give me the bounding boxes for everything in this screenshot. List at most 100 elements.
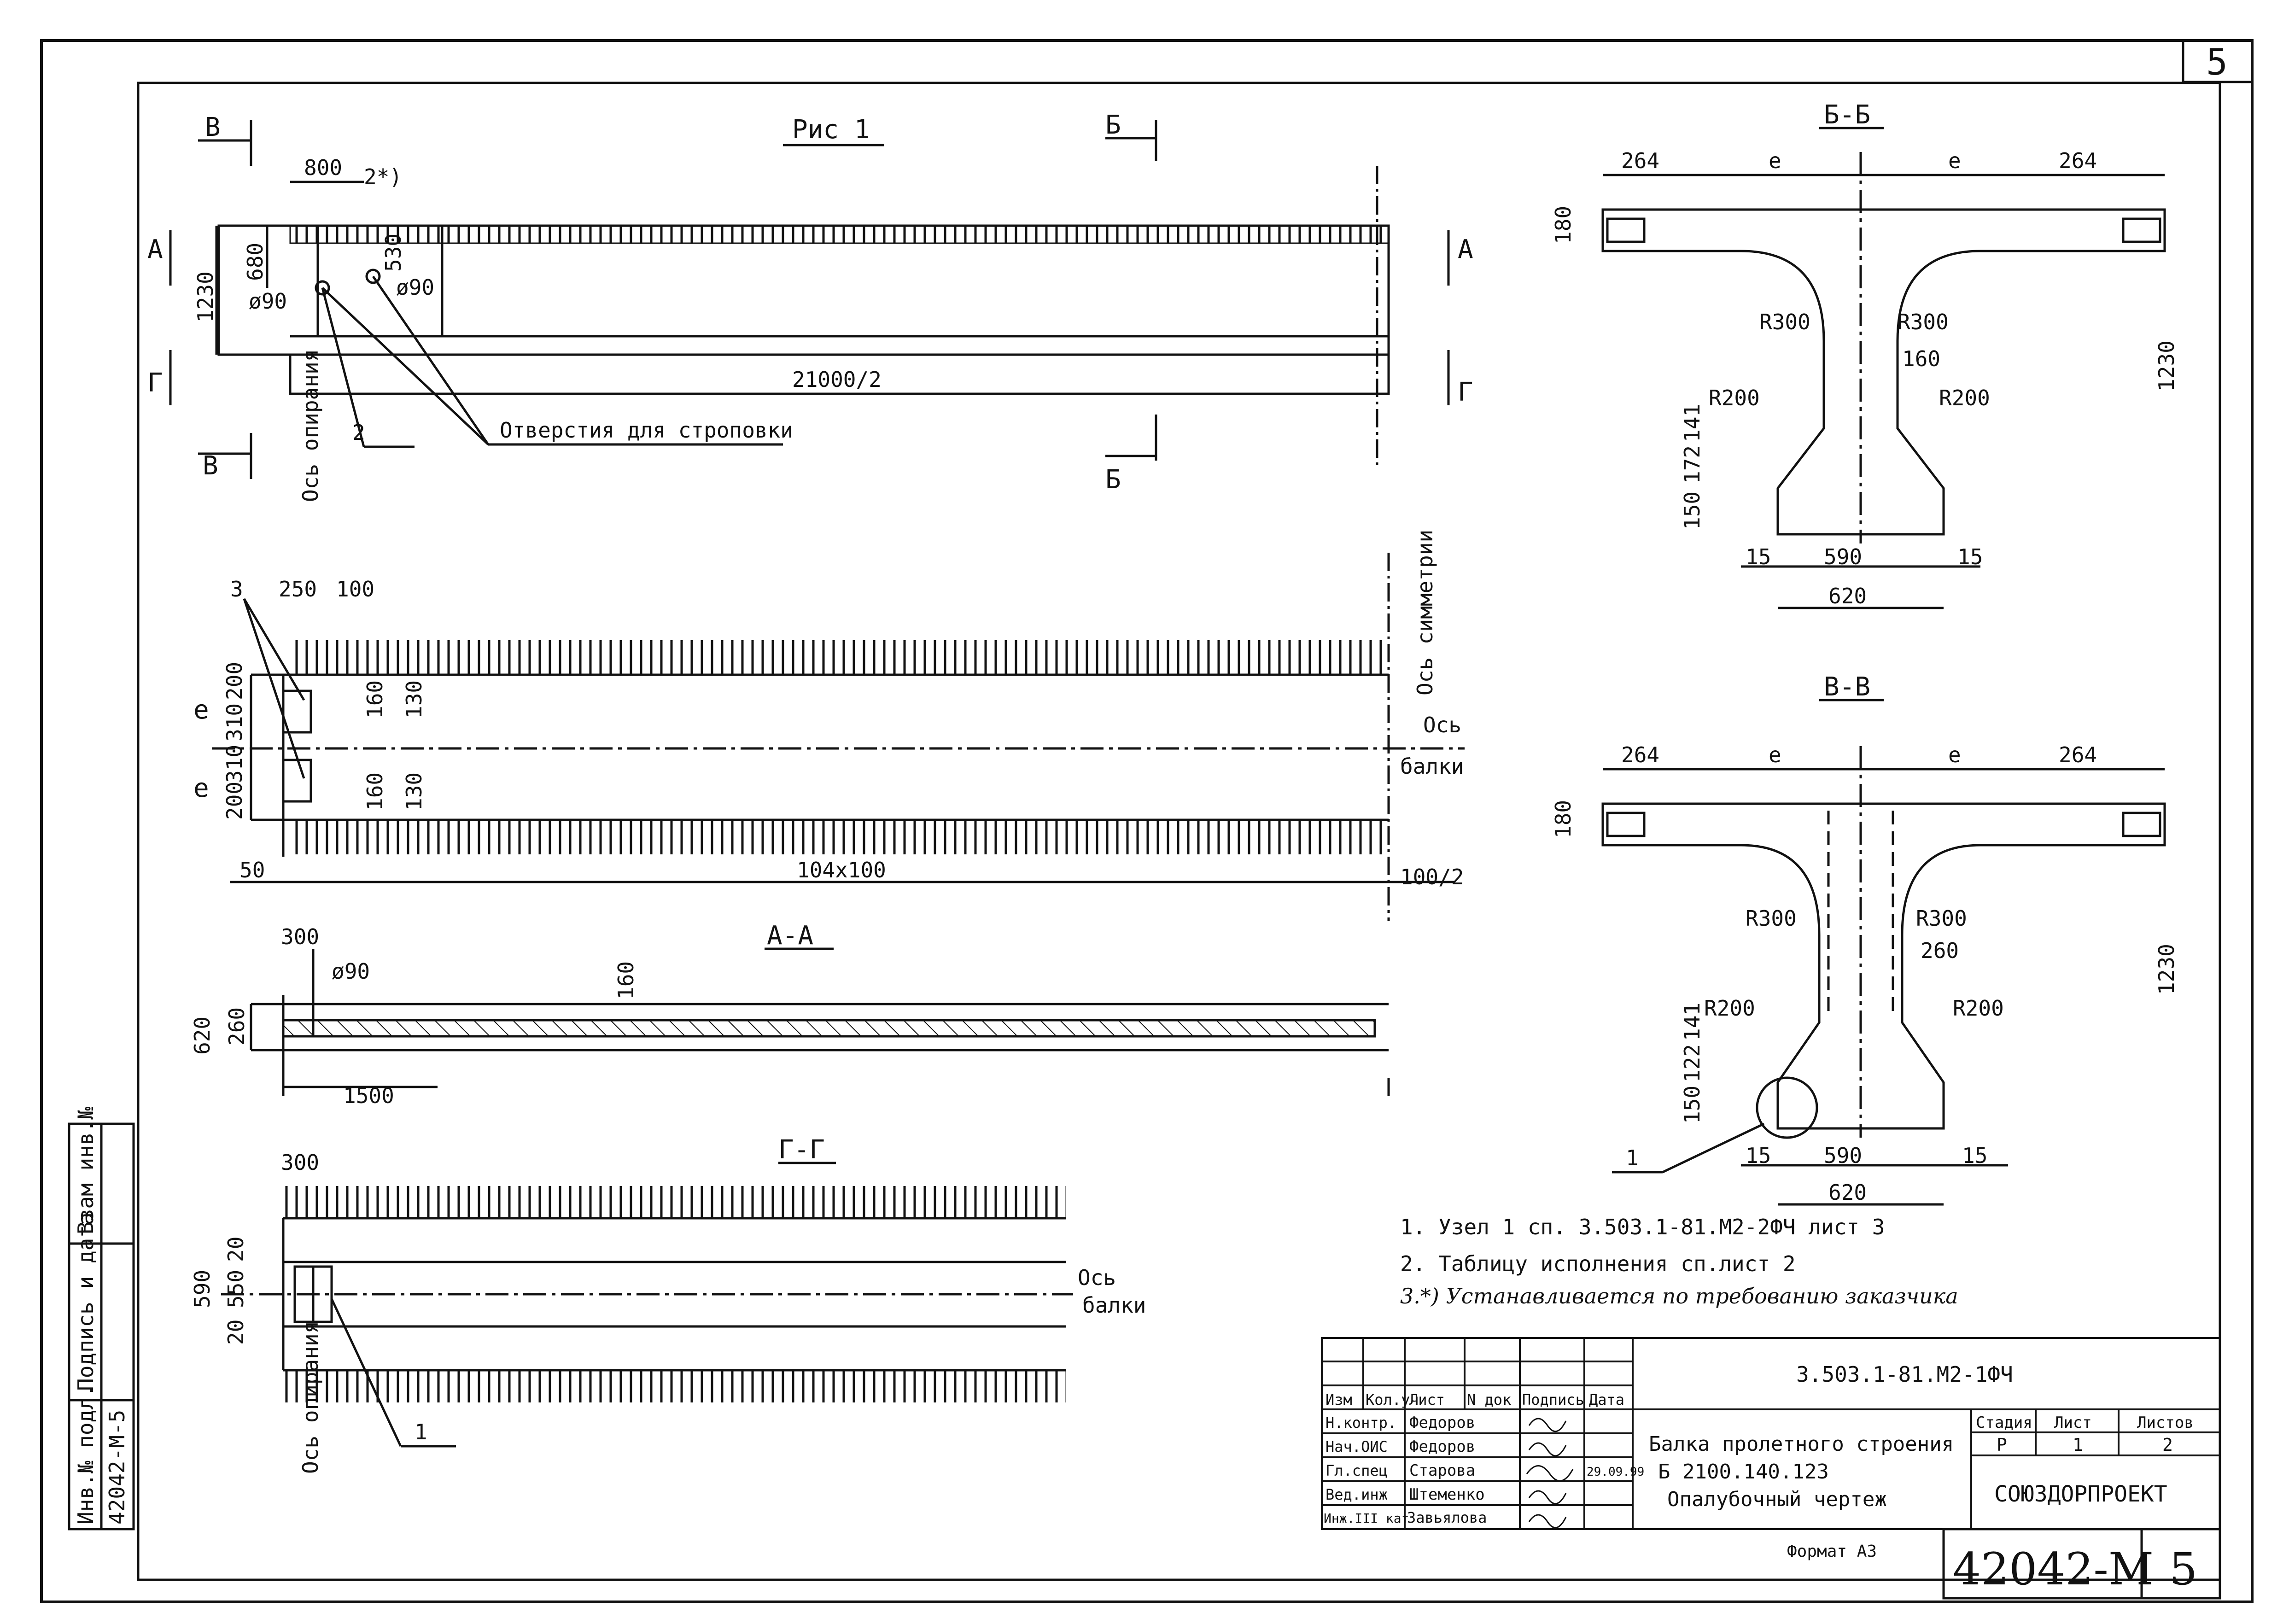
aa-phi: ø90 [332,959,370,984]
gg-os-op: Ось опирания [298,1321,323,1474]
sheet-number-bottom: 5 [2169,1543,2197,1595]
plan-130a: 130 [402,680,426,719]
note-2: 2. Таблицу исполнения сп.лист 2 [1400,1251,1796,1276]
gg-20b: 20 [223,1320,248,1345]
bb-264a: 264 [1621,148,1659,173]
gg-n1: 1 [415,1420,427,1444]
tb-obj-2: Опалубочный чертеж [1667,1488,1887,1511]
bb-r300b: R300 [1898,310,1949,334]
sheet-code: 42042-М [1953,1543,2154,1595]
inner-frame [137,82,2221,1581]
plan-50: 50 [239,858,265,882]
cut-b-bot: Б [1105,465,1121,495]
tb-stage-v0: Р [1997,1435,2007,1455]
plan-half: 100/2 [1400,865,1464,889]
tb-obj-1: Б 2100.140.123 [1658,1460,1829,1484]
plan-e2: e [193,773,209,803]
tb-head-0: Изм [1326,1391,1352,1408]
dim-phi90b: ø90 [396,275,434,300]
bb-620: 620 [1828,584,1867,608]
outer-frame [40,39,2254,1603]
vv-590: 590 [1824,1143,1862,1168]
tb-date-2: 29.09.99 [1587,1465,1644,1479]
vv-15b: 15 [1962,1143,1987,1168]
bb-150: 150 [1680,491,1705,530]
dim-2star: 2*) [364,164,402,189]
sheet-number-top: 5 [2206,42,2228,83]
dim-1230-elev: 1230 [193,271,218,322]
section-bb: Б-Б 264 e e 264 180 R300 R300 160 R200 R… [1551,100,2179,609]
side-vzam: Взам инв.№ [73,1107,98,1234]
section-gg: Г-Г 300 20 550 20 590 Ось балки Ось опир… [190,1135,1146,1474]
tb-head-2: Лист [1409,1391,1445,1408]
plan-balki: балки [1400,754,1464,779]
os-opiraniya: Ось опирания [298,349,323,502]
vv-150: 150 [1680,1086,1705,1124]
gg-balki: балки [1082,1293,1146,1318]
plan-view: 3 250 100 e e 200 310 310 200 160 130 16… [193,530,1465,921]
dim-800: 800 [304,155,342,180]
bb-160: 160 [1902,346,1940,371]
bb-title: Б-Б [1824,100,1870,130]
title-block: Изм Кол.уч Лист N док Подпись Дата Н.кон… [1321,1337,2221,1530]
bb-r200a: R200 [1709,386,1760,410]
plan-rib: 104x100 [797,858,886,882]
tb-role-3: Вед.инж [1326,1486,1388,1503]
vv-title: В-В [1824,672,1870,702]
plan-100: 100 [336,577,374,602]
tb-org: СОЮЗДОРПРОЕКТ [1994,1481,2167,1507]
tb-stage-v2: 2 [2162,1435,2173,1455]
bb-15b: 15 [1957,544,1983,569]
tb-name-1: Федоров [1409,1437,1475,1456]
bb-15a: 15 [1746,544,1771,569]
bb-590: 590 [1824,544,1862,569]
side-inv: Инв.№ подл. [73,1384,98,1525]
bb-r200b: R200 [1939,386,1990,410]
tb-role-4: Инж.III кат [1324,1511,1409,1526]
vv-15a: 15 [1746,1143,1771,1168]
aa-260: 260 [224,1007,249,1046]
aa-160: 160 [613,961,638,999]
vv-264b: 264 [2059,742,2097,767]
vv-264a: 264 [1621,742,1659,767]
plan-130b: 130 [402,772,426,811]
cut-v-bot: В [203,451,218,481]
gg-550: 550 [223,1270,248,1308]
tb-stage-h1: Лист [2054,1414,2092,1432]
cut-b-top: Б [1105,110,1121,140]
tb-head-1: Кол.уч [1366,1391,1419,1408]
plan-os-sym: Ось симметрии [1413,530,1437,695]
note-3: 3.*) Устанавливается по требованию заказ… [1400,1284,1958,1309]
holes-label: Отверстия для строповки [500,418,793,443]
cut-a-left: А [147,234,163,264]
gg-20a: 20 [223,1237,248,1262]
section-aa: А-А 300 ø90 160 620 260 1500 [190,921,1390,1108]
side-stamp: Взам инв.№ Подпись и дата Инв.№ подл. 42… [68,1107,135,1531]
format-label: Формат А3 [1787,1542,1877,1561]
note-1: 1. Узел 1 сп. 3.503.1-81.М2-2ФЧ лист 3 [1400,1215,1885,1239]
aa-620: 620 [190,1016,215,1055]
side-sign: Подпись и дата [73,1212,98,1391]
tb-obj-0: Балка пролетного строения [1649,1432,1954,1456]
tb-role-0: Н.контр. [1326,1414,1396,1431]
cut-v-top: В [205,112,221,142]
cut-g-left: Г [147,368,163,398]
aa-title: А-А [767,921,813,951]
sheet-number-box [2182,39,2254,83]
vv-r300a: R300 [1746,906,1797,931]
tb-role-2: Гл.спец [1326,1462,1388,1479]
vv-122: 122 [1680,1044,1705,1082]
bb-e2: e [1948,148,1961,173]
dim-680: 680 [243,243,268,281]
tb-name-3: Штеменко [1409,1485,1485,1504]
vv-180: 180 [1551,800,1576,838]
bb-141: 141 [1680,404,1705,442]
bb-1230: 1230 [2154,340,2179,391]
gg-os: Ось [1078,1265,1116,1290]
plan-e1: e [193,695,209,725]
gg-590: 590 [190,1270,215,1308]
vv-1230: 1230 [2154,944,2179,995]
tb-role-1: Нач.ОИС [1326,1438,1388,1455]
bb-180: 180 [1551,206,1576,244]
